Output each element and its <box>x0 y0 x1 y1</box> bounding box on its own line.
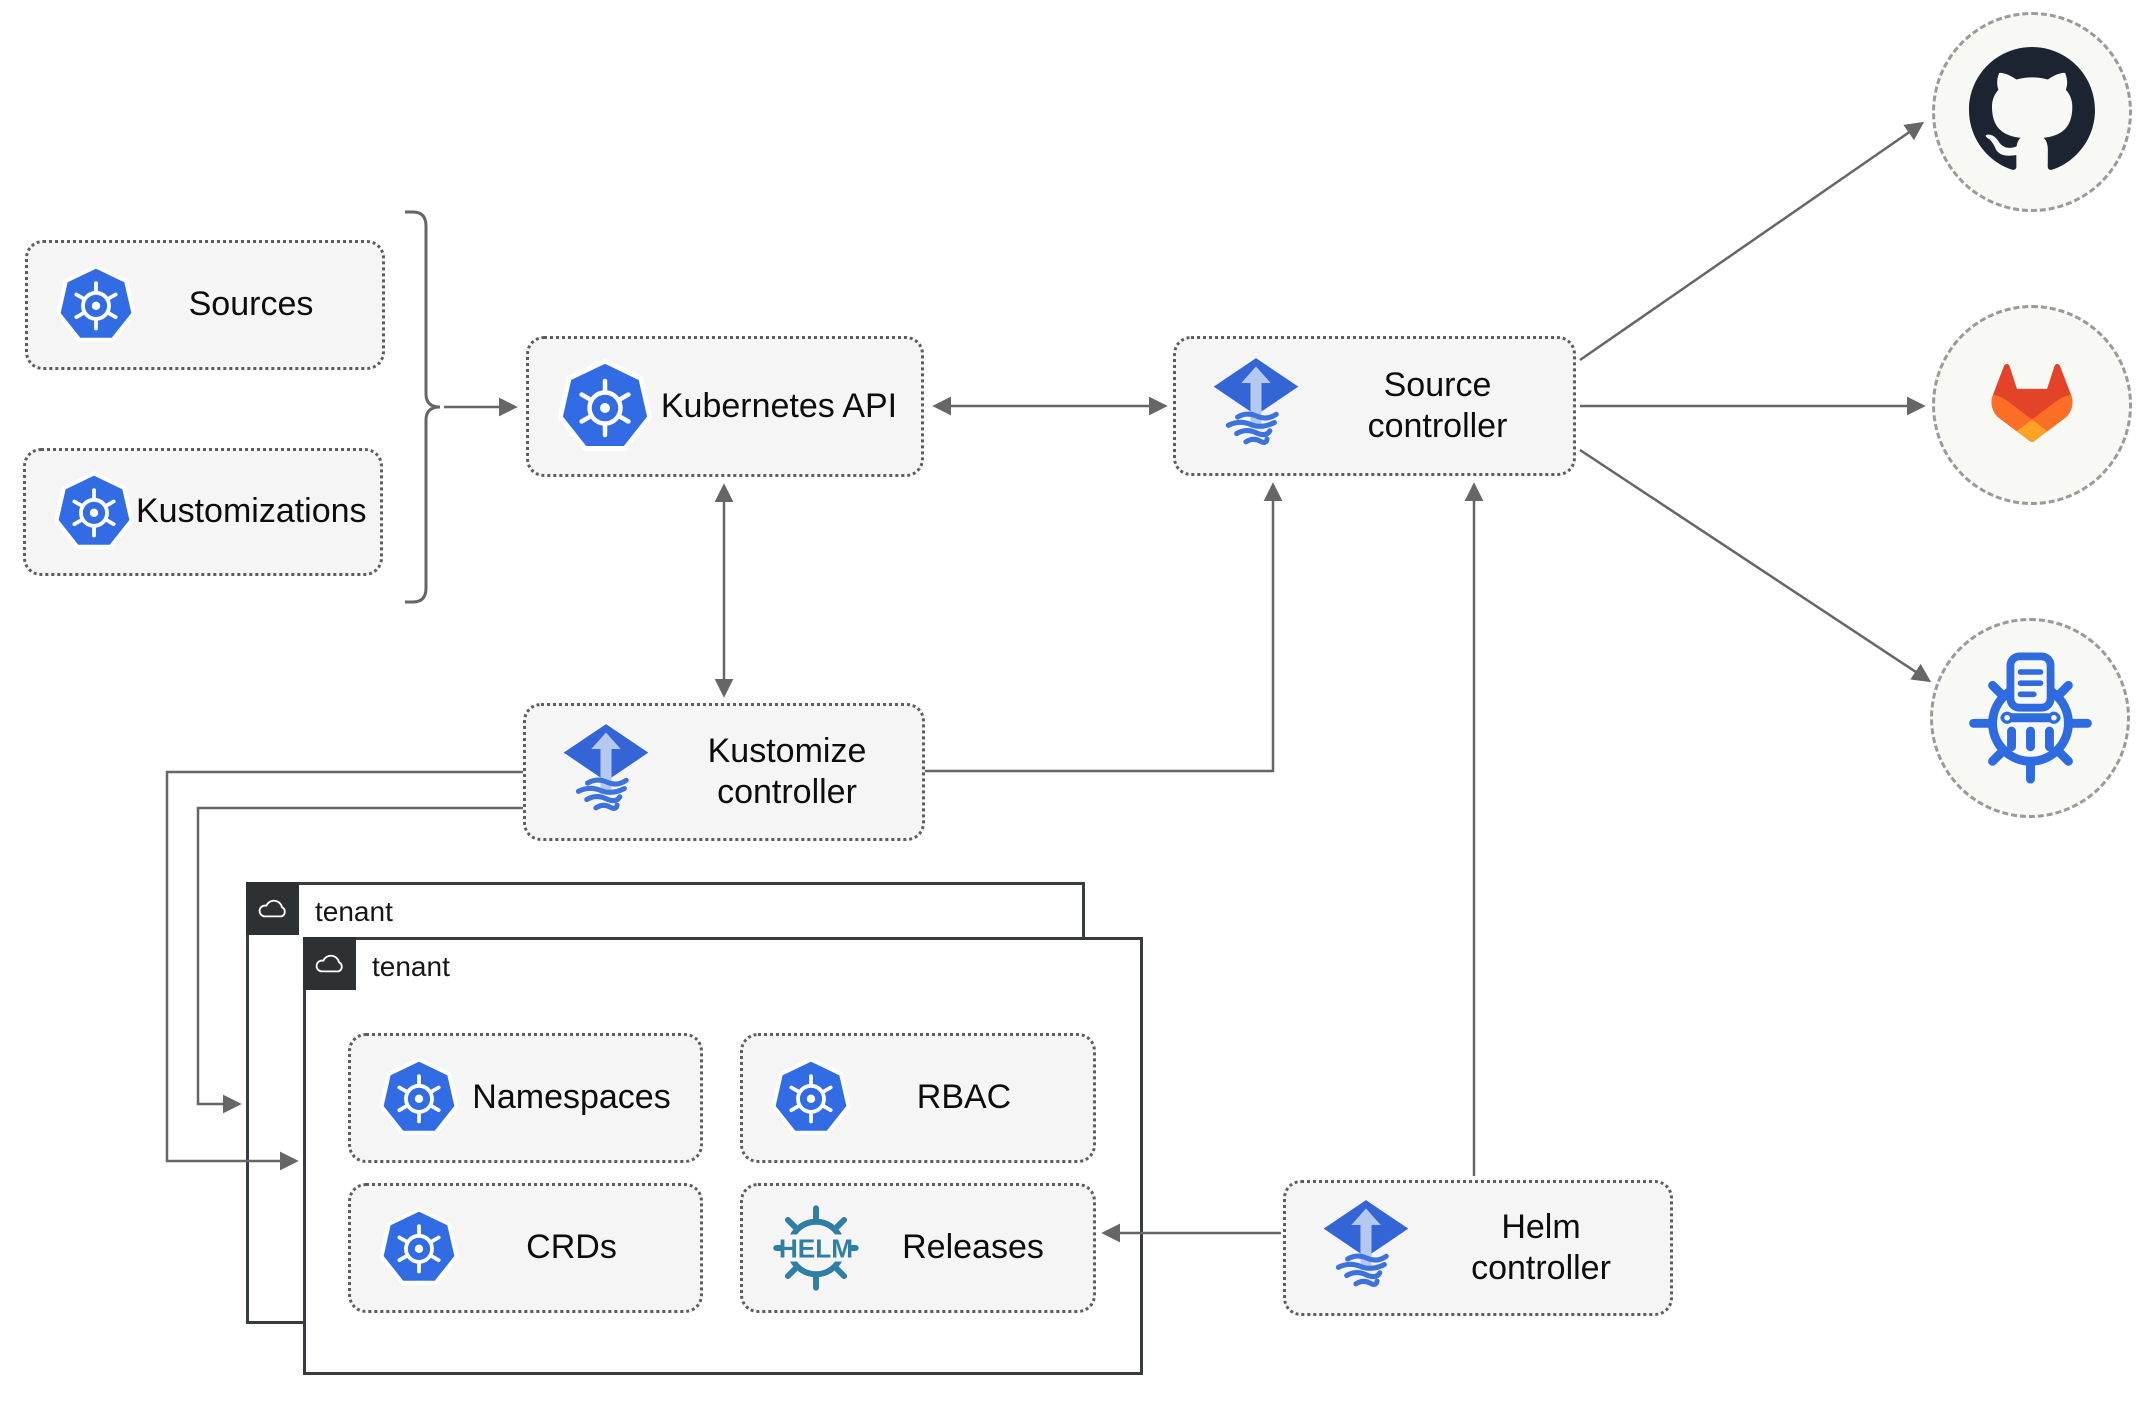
helm-logo-text: HELM <box>779 1233 853 1263</box>
node-helm-controller: Helm controller <box>1283 1180 1673 1316</box>
flux-icon <box>560 723 652 821</box>
remote-github <box>1932 12 2132 212</box>
node-sources: Sources <box>25 240 385 370</box>
node-kubernetes-api-label: Kubernetes API <box>660 386 898 425</box>
github-icon <box>1969 46 2095 178</box>
node-kustomizations: Kustomizations <box>23 448 383 576</box>
tenant-back-label: tenant <box>315 896 393 927</box>
connector-kustomize-to-source <box>925 482 1283 773</box>
gitlab-icon <box>1952 323 2112 488</box>
node-namespaces: Namespaces <box>348 1033 703 1163</box>
node-releases: HELM Releases <box>740 1183 1096 1313</box>
kubernetes-icon <box>377 1206 461 1290</box>
flux-icon <box>1320 1199 1412 1297</box>
node-source-controller: Source controller <box>1173 336 1576 476</box>
node-crds: CRDs <box>348 1183 703 1313</box>
tenant-container-front: tenant Namespaces <box>303 937 1143 1375</box>
node-kustomize-controller-label: Kustomize controller <box>707 731 867 811</box>
node-namespaces-label: Namespaces <box>472 1078 671 1117</box>
kubernetes-icon <box>54 263 138 347</box>
node-helm-controller-label: Helm controller <box>1471 1207 1611 1287</box>
connector-source-to-chartmuseum <box>1579 448 1932 683</box>
kubernetes-icon <box>377 1056 461 1140</box>
node-releases-label: Releases <box>902 1228 1044 1267</box>
node-crds-label: CRDs <box>526 1228 617 1267</box>
helm-icon: HELM <box>761 1204 871 1292</box>
tenant-front-label: tenant <box>372 951 450 982</box>
node-kustomize-controller: Kustomize controller <box>523 703 925 841</box>
cloud-icon <box>246 882 299 935</box>
connector-crd-bracket <box>405 210 441 604</box>
kubernetes-icon <box>555 357 655 457</box>
node-source-controller-label: Source controller <box>1367 365 1508 445</box>
connector-source-to-github <box>1579 121 1925 362</box>
kubernetes-icon <box>52 470 136 554</box>
chartmuseum-icon <box>1958 643 2103 793</box>
flux-icon <box>1210 357 1302 455</box>
remote-chartmuseum <box>1930 618 2130 818</box>
cloud-icon <box>303 937 356 990</box>
node-rbac-label: RBAC <box>916 1078 1012 1117</box>
kubernetes-icon <box>769 1056 853 1140</box>
node-kustomizations-label: Kustomizations <box>136 492 367 531</box>
node-sources-label: Sources <box>188 285 314 324</box>
node-rbac: RBAC <box>740 1033 1096 1163</box>
node-kubernetes-api: Kubernetes API <box>526 336 924 477</box>
remote-gitlab <box>1932 305 2132 505</box>
